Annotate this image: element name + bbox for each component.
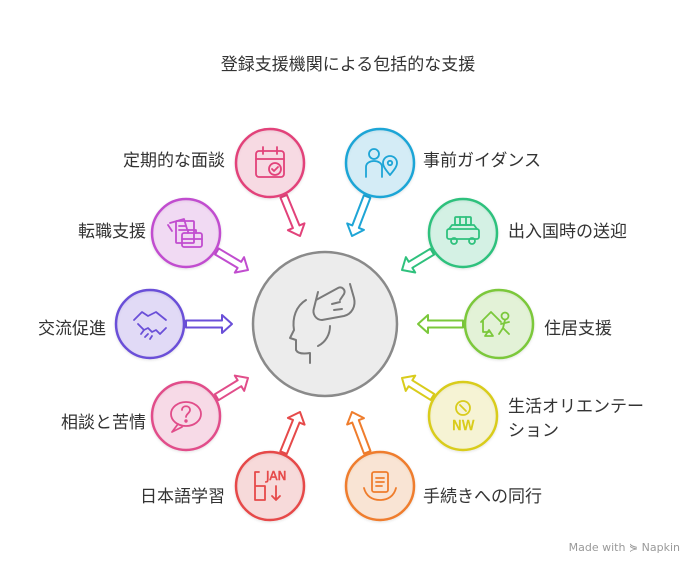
label-job-change-support: 転職支援 [78,222,146,242]
document-in-hand-icon [363,471,397,501]
car-luggage-icon [446,216,480,245]
label-airport-transfer: 出入国時の送迎 [508,222,627,242]
support-node [344,450,416,522]
svg-text:JAN: JAN [265,469,287,483]
label-exchange-promotion: 交流促進 [38,319,106,339]
footer-credit: Made with ⋟ Napkin [568,541,680,554]
connector-arrow [185,314,233,334]
connector-arrow [417,314,464,334]
label-japanese-learning: 日本語学習 [140,487,225,507]
label-life-orientation: 生活オリエンテー ション [508,395,644,443]
compass-nw-icon: NW [452,400,475,434]
label-consultation-complaints: 相談と苦情 [61,413,146,433]
support-node [344,127,416,199]
diagram-title: 登録支援機関による包括的な支援 [220,55,476,75]
svg-text:NW: NW [452,419,475,434]
support-node [114,288,186,360]
support-node [463,288,535,360]
label-regular-interview: 定期的な面談 [123,151,225,171]
speech-question-icon [170,401,202,433]
connector-arrow [401,374,436,401]
connector-arrow [213,374,249,402]
house-person-icon [480,311,510,337]
label-housing-support: 住居支援 [544,319,612,339]
label-life-orientation-line2: ション [508,421,559,441]
label-life-orientation-line1: 生活オリエンテー [508,397,644,417]
handshake-icon [133,311,167,340]
connector-arrow [279,411,306,455]
label-procedure-escort: 手続きへの同行 [423,487,542,507]
connector-arrow [214,247,249,274]
support-node [234,127,306,199]
support-node: JAN [234,450,306,522]
calendar-check-icon [255,146,285,178]
support-node [427,197,499,269]
connector-arrow [346,411,372,455]
connector-arrow [279,193,306,237]
label-pre-guidance: 事前ガイダンス [423,151,541,171]
person-location-icon [365,148,398,178]
connector-arrow [401,247,436,274]
support-node [150,380,222,452]
portfolio-briefcase-icon [167,218,203,248]
support-node: NW [427,380,499,452]
center-node [251,250,399,398]
support-node [150,197,222,269]
connector-arrow [346,194,372,237]
hand-on-head-icon [289,283,356,364]
calendar-jan-icon: JAN [254,469,287,501]
